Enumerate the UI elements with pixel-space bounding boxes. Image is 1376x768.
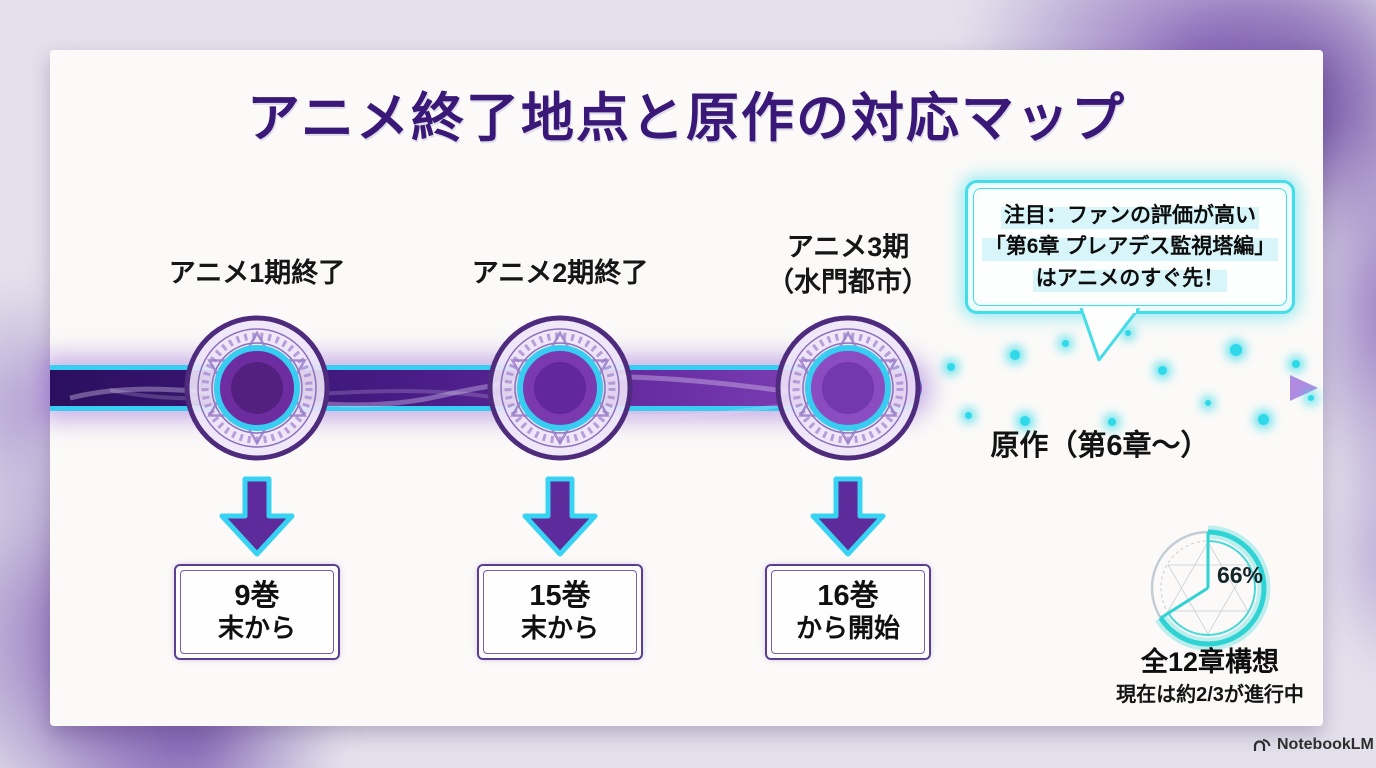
magic-circle-node-2 <box>487 315 633 461</box>
down-arrow-icon <box>219 476 295 557</box>
glow-dot <box>1062 340 1069 347</box>
magic-circle-node-1 <box>184 315 330 461</box>
glow-dot <box>1020 416 1030 426</box>
node-label-season3: アニメ3期 （水門都市） <box>718 230 978 300</box>
notebooklm-logo-icon <box>1253 739 1271 751</box>
glow-dot <box>1158 366 1167 375</box>
callout-bubble: 注目：ファンの評価が高い 「第6章 プレアデス監視塔編」 はアニメのすぐ先！ <box>965 180 1295 314</box>
page-title: アニメ終了地点と原作の対応マップ <box>247 89 1126 148</box>
callout-tail <box>1079 308 1141 362</box>
volume-box-1-line1: 9巻 <box>234 579 280 612</box>
down-arrow-icon <box>810 476 886 557</box>
magic-circle-node-3 <box>775 315 921 461</box>
progress-subtitle: 現在は約2/3が進行中 <box>1116 684 1304 706</box>
volume-box-1-line2: 末から <box>217 613 296 644</box>
glow-dot <box>1258 414 1269 425</box>
glow-dot <box>1292 360 1300 368</box>
callout-line-2: 「第6章 プレアデス監視塔編」 <box>981 233 1279 261</box>
glow-dot <box>965 412 972 419</box>
glow-dot <box>1108 418 1116 426</box>
glow-dot <box>1010 350 1020 360</box>
callout-line-1: 注目：ファンの評価が高い <box>1001 202 1259 230</box>
glow-dot <box>1308 395 1314 401</box>
original-work-label: 原作（第6章〜） <box>990 430 1210 462</box>
node-label-season3-line2: （水門都市） <box>767 267 929 298</box>
node-label-season2: アニメ2期終了 <box>471 258 649 288</box>
volume-box-2-line1: 15巻 <box>529 579 591 612</box>
callout-line-3: はアニメのすぐ先！ <box>1032 264 1228 292</box>
glow-dot <box>1205 400 1211 406</box>
down-arrow-icon <box>522 476 598 557</box>
glow-dot <box>1125 330 1131 336</box>
volume-box-2-line2: 末から <box>520 613 599 644</box>
progress-percent: 66% <box>1216 562 1264 588</box>
volume-box-3-line1: 16巻 <box>817 579 879 612</box>
progress-title: 全12章構想 <box>1140 647 1280 677</box>
node-label-season1: アニメ1期終了 <box>168 258 346 288</box>
volume-box-3: 16巻 から開始 <box>765 564 931 660</box>
dashed-continuation-line <box>920 375 1318 401</box>
volume-box-2: 15巻 末から <box>477 564 643 660</box>
volume-box-1: 9巻 末から <box>174 564 340 660</box>
glow-dot <box>947 363 955 371</box>
arrowhead-icon <box>1290 375 1318 401</box>
volume-box-3-line2: から開始 <box>795 613 900 644</box>
progress-pie-chart <box>1145 525 1271 651</box>
glow-dot <box>1230 344 1242 356</box>
watermark-label: NotebookLM <box>1277 736 1374 753</box>
content-card: アニメ終了地点と原作の対応マップ アニメ1期終了 アニメ2期終了 アニメ3期 （… <box>50 50 1323 726</box>
node-label-season3-line1: アニメ3期 <box>786 232 910 262</box>
notebooklm-watermark: NotebookLM <box>1252 736 1374 754</box>
